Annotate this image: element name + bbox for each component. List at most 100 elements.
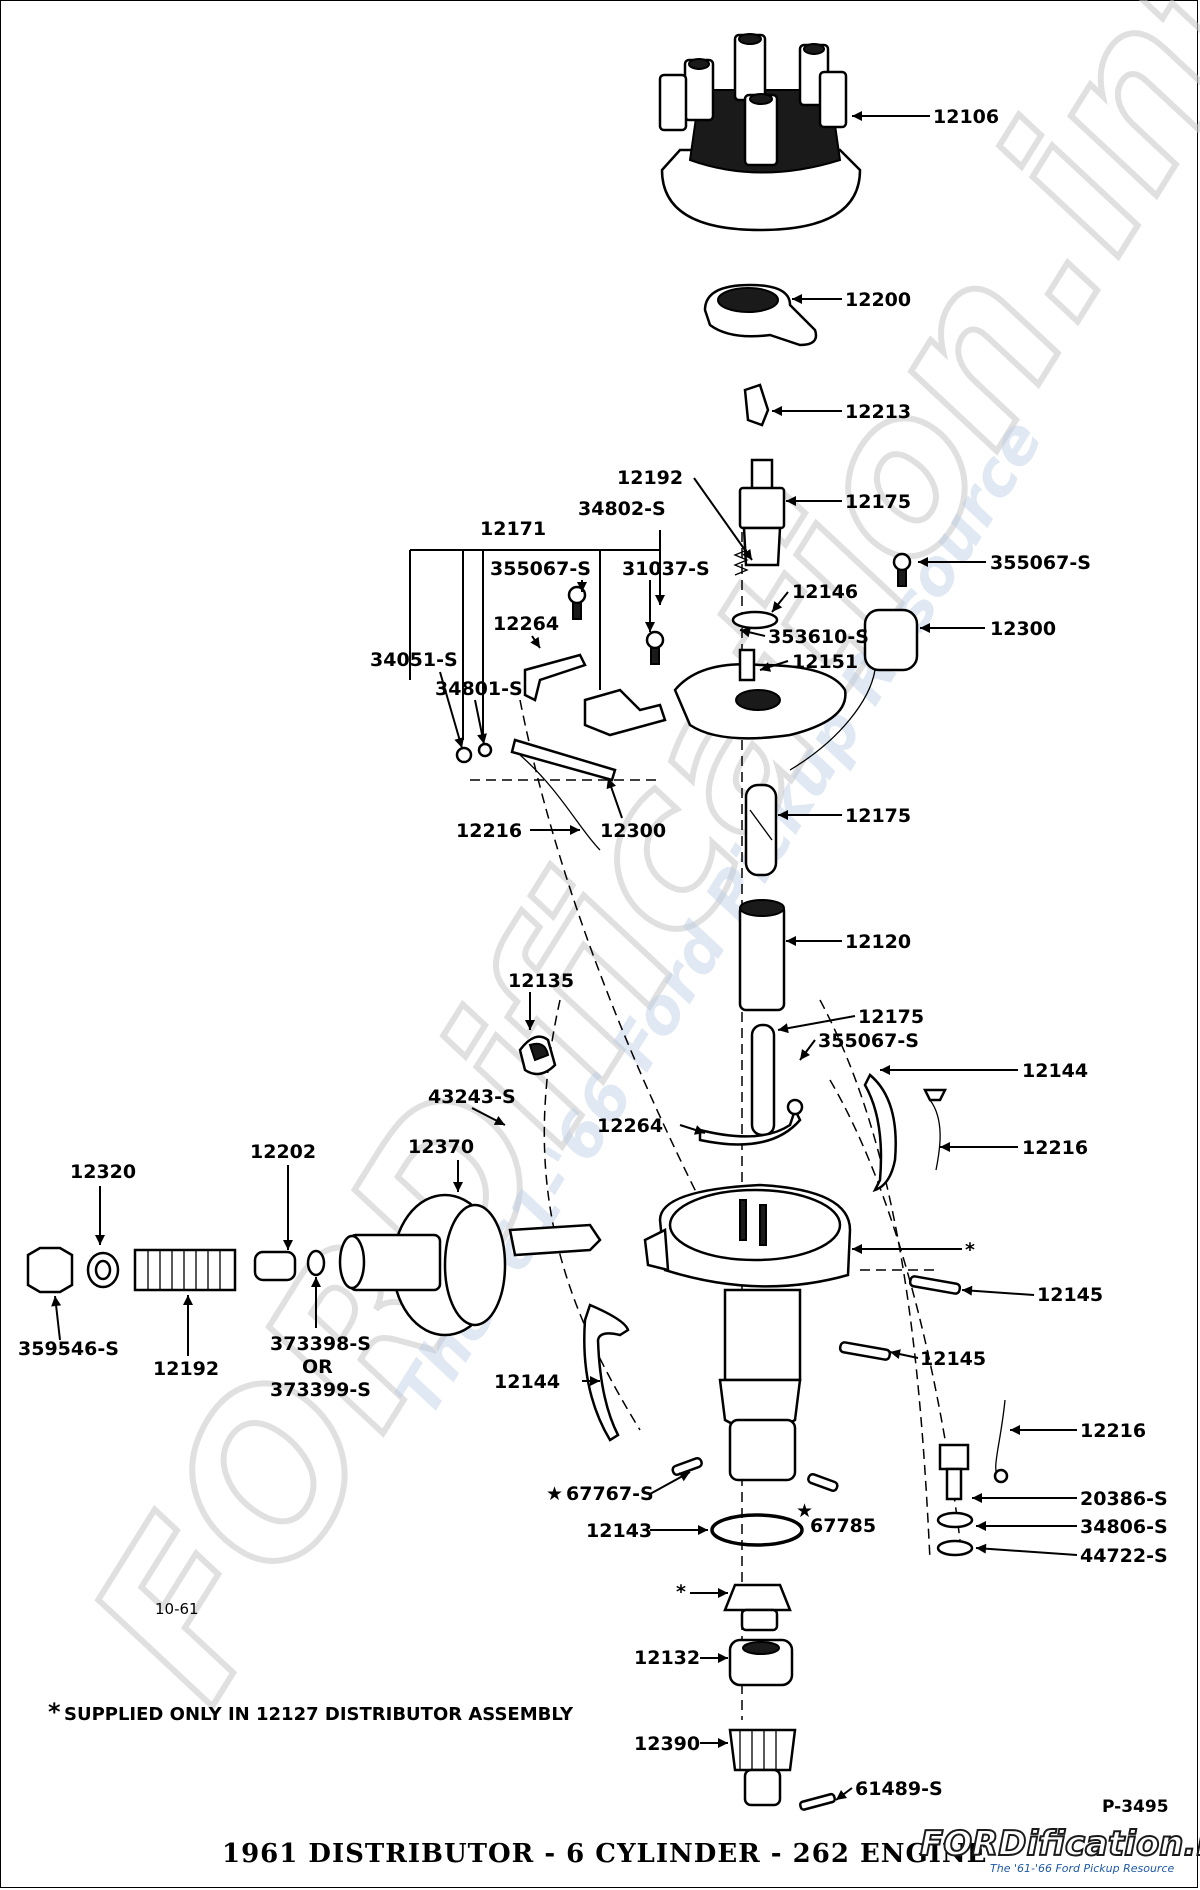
label-o-ring: 12143 xyxy=(586,1520,652,1542)
condenser-pigtail xyxy=(510,738,617,851)
label-pin-67767-star: ★ xyxy=(546,1483,563,1505)
breaker-plate xyxy=(673,648,847,740)
label-shim-or: OR xyxy=(302,1356,333,1378)
label-lock-washer: 34806-S xyxy=(1080,1516,1168,1538)
logo-name: FORDification.info xyxy=(920,1824,1200,1864)
leader-arrowhead xyxy=(183,1295,193,1305)
label-cap: 12106 xyxy=(933,106,999,128)
label-shaft-mid: 12175 xyxy=(845,805,911,827)
ground-wire xyxy=(922,1088,948,1171)
leader-arrowhead xyxy=(718,1653,728,1663)
leader-line xyxy=(693,477,753,561)
leader-arrowhead xyxy=(740,627,751,638)
small-spring xyxy=(733,549,749,576)
rotor xyxy=(703,283,818,347)
label-ground-lead: 12216 xyxy=(1080,1420,1146,1442)
watermark: FORDification.info The '61-'66 Ford Pick… xyxy=(42,0,1200,1739)
leader-arrowhead xyxy=(772,601,783,612)
leader-arrowhead xyxy=(976,1543,987,1554)
label-clip-right: 12144 xyxy=(1022,1060,1088,1082)
leader-arrowhead xyxy=(786,936,796,946)
label-screw-points: 355067-S xyxy=(490,558,591,580)
label-pigtail-lead: 12216 xyxy=(456,820,522,842)
date-code: 10-61 xyxy=(155,1600,199,1618)
leader-arrowhead xyxy=(962,1285,973,1296)
leader-arrowhead xyxy=(972,1493,982,1503)
label-shim-a: 373398-S xyxy=(270,1333,371,1355)
leader-arrowhead xyxy=(95,1235,105,1245)
footnote: SUPPLIED ONLY IN 12127 DISTRIBUTOR ASSEM… xyxy=(64,1704,574,1725)
label-flat-washer: 44722-S xyxy=(1080,1545,1168,1567)
leader-arrowhead xyxy=(525,1020,535,1030)
leader-arrowhead xyxy=(453,1182,463,1192)
label-gear: 12390 xyxy=(634,1733,700,1755)
leader-line xyxy=(961,1289,1035,1296)
leader-arrowhead xyxy=(920,623,930,633)
label-ground-strap: 12264 xyxy=(597,1115,663,1137)
label-clip-353610: 353610-S xyxy=(768,626,869,648)
rotor-clip xyxy=(743,383,770,427)
leader-arrowhead xyxy=(918,557,928,567)
watermark-main-text: FORDification.info xyxy=(45,0,1200,1736)
label-screw-cap: 355067-S xyxy=(990,552,1091,574)
leader-arrowhead xyxy=(655,595,665,605)
label-pin-67785-star: ★ xyxy=(796,1500,813,1522)
label-pin-67767: 67767-S xyxy=(566,1483,654,1505)
points-group-bracket xyxy=(409,549,660,740)
label-spring-seat: 12202 xyxy=(250,1141,316,1163)
cam xyxy=(738,899,786,1012)
footnote-mark: * xyxy=(48,1698,61,1726)
ground-strap xyxy=(698,1098,804,1146)
shaft-upper xyxy=(738,458,786,567)
leader-arrowhead xyxy=(800,1049,810,1060)
plate-number: P-3495 xyxy=(1102,1797,1169,1817)
label-collar: 12132 xyxy=(634,1647,700,1669)
leader-arrowhead xyxy=(678,1472,690,1482)
leader-arrowhead xyxy=(311,1277,321,1287)
drive-gear xyxy=(728,1728,836,1811)
label-pin-67785: 67785 xyxy=(810,1515,876,1537)
label-screw-43243: 43243-S xyxy=(428,1086,516,1108)
label-cam: 12120 xyxy=(845,931,911,953)
label-clip: 12213 xyxy=(845,401,911,423)
leader-arrowhead xyxy=(590,1376,600,1386)
label-ground-wire: 12216 xyxy=(1022,1137,1088,1159)
leader-arrowhead xyxy=(880,1065,890,1075)
label-washer-12320: 12320 xyxy=(70,1161,136,1183)
label-lower-spring: 12192 xyxy=(617,467,683,489)
leader-arrowhead xyxy=(778,810,788,820)
leader-arrowhead xyxy=(645,622,655,632)
leader-arrowhead xyxy=(792,294,802,304)
label-washer-34801: 34801-S xyxy=(435,678,523,700)
logo-tagline: The '61-'66 Ford Pickup Resource xyxy=(990,1862,1174,1875)
leader-arrowhead xyxy=(778,1023,789,1034)
oiler xyxy=(518,1035,557,1076)
label-condenser: 12300 xyxy=(990,618,1056,640)
label-bolt: 20386-S xyxy=(1080,1488,1168,1510)
vacuum-advance xyxy=(338,1193,602,1337)
label-shim-b: 373399-S xyxy=(270,1379,371,1401)
label-screw-31037: 31037-S xyxy=(622,558,710,580)
label-vac-adv: 12370 xyxy=(408,1136,474,1158)
leader-line xyxy=(777,1015,856,1031)
label-rotor: 12200 xyxy=(845,289,911,311)
callout-labels: 12106 12200 12213 12192 12175 12171 3480… xyxy=(18,106,1168,1800)
label-screw-low: 355067-S xyxy=(818,1030,919,1052)
leader-arrowhead xyxy=(477,733,487,744)
label-gear-pin: 61489-S xyxy=(855,1778,943,1800)
leader-arrowhead xyxy=(283,1240,293,1250)
label-lead: 12264 xyxy=(493,613,559,635)
leader-arrowhead xyxy=(577,582,587,592)
label-housing-star: * xyxy=(965,1239,975,1261)
spring-clip-left xyxy=(583,1303,630,1442)
shaft-lower xyxy=(750,1023,776,1137)
leader-arrowhead xyxy=(742,548,752,560)
leader-arrowhead xyxy=(606,778,617,790)
leader-arrowhead xyxy=(530,636,540,648)
label-points-group: 12171 xyxy=(480,518,546,540)
o-ring xyxy=(710,1513,804,1547)
label-pigtail-condenser: 12300 xyxy=(600,820,666,842)
diagram-title: 1961 DISTRIBUTOR - 6 CYLINDER - 262 ENGI… xyxy=(222,1839,988,1869)
bolt-washers xyxy=(936,1399,1009,1557)
